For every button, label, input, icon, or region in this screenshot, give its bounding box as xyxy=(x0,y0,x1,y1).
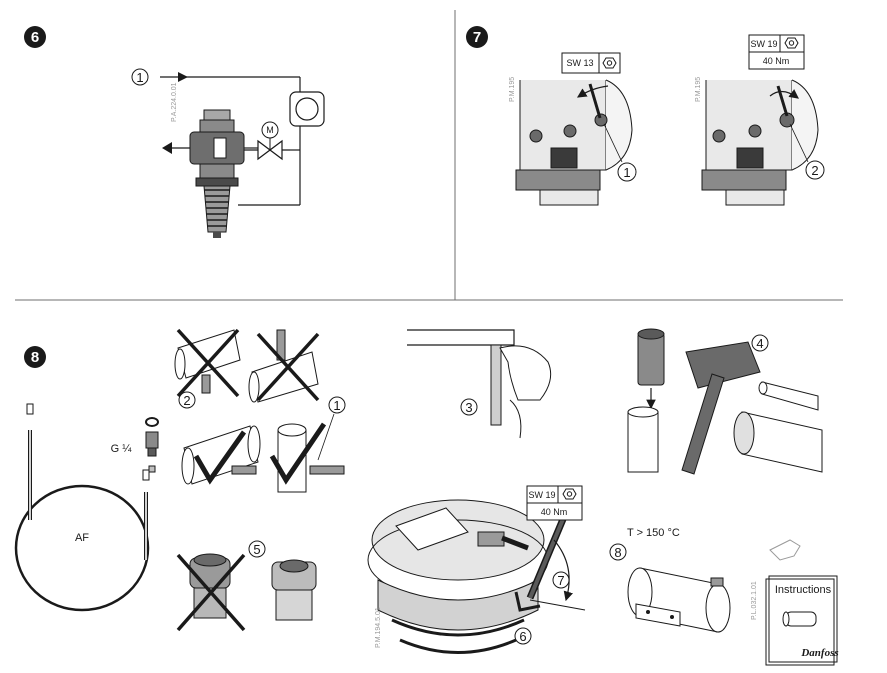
brand-logo: Danfoss xyxy=(800,647,838,659)
step7-right-part-code: P.M.195 xyxy=(695,77,702,102)
step6-part-code: P.A.224.0.01 xyxy=(171,82,178,122)
step8-number: 8 xyxy=(31,349,39,366)
valve-mounting-figure: 7 6 SW 19 40 Nm P.M.194.5.01 xyxy=(367,485,586,654)
step7-left-callout: 1 xyxy=(623,165,630,180)
step6-callout-1: 1 xyxy=(136,70,143,85)
af-label: AF xyxy=(75,532,89,544)
step8-panel: 8 AF G ¼ 2 xyxy=(14,328,839,666)
incorrect-mount-top xyxy=(248,329,320,403)
step8-badge xyxy=(24,346,46,368)
fitting-correct: 5 xyxy=(248,540,317,621)
outlet-arrow-icon xyxy=(162,142,172,154)
pipe-cut-figure: 3 xyxy=(407,329,552,439)
instructions-booklet: Instructions Danfoss xyxy=(765,539,839,666)
step8-torque: 40 Nm xyxy=(541,507,568,517)
step8-part-code-right: P.L.032.1.01 xyxy=(751,581,758,620)
hand-pointer-icon xyxy=(769,539,801,561)
pressure-regulator-icon xyxy=(189,109,245,238)
step7-left-wrench: SW 13 xyxy=(566,58,593,68)
fitting-wrong xyxy=(176,553,246,632)
step7-panel: 7 SW 13 1 P.M.195 SW 1 xyxy=(466,26,825,206)
incorrect-mount-bottom: 2 xyxy=(174,328,241,409)
step6-number: 6 xyxy=(31,29,39,46)
step7-right-figure: SW 19 40 Nm 2 P.M.195 xyxy=(695,34,825,206)
g14-fitting-icon xyxy=(145,417,159,473)
step7-left-figure: SW 13 1 P.M.195 xyxy=(509,52,637,206)
step8-part-code-left: P.M.194.5.01 xyxy=(375,607,382,648)
motor-label: M xyxy=(266,125,274,135)
hex-nut-icon xyxy=(562,488,577,500)
step6-panel: 6 1 M xyxy=(24,26,325,238)
step7-number: 7 xyxy=(473,29,481,46)
temperature-label: T > 150 °C xyxy=(627,527,680,539)
step8-callout-7: 7 xyxy=(557,573,564,588)
hammer-handle xyxy=(681,373,725,475)
step8-callout-4: 4 xyxy=(756,336,763,351)
capillary-tube-coil: AF xyxy=(14,403,150,612)
step6-callout-circle xyxy=(131,68,149,86)
correct-mount-side xyxy=(181,425,261,485)
step8-callout-6: 6 xyxy=(519,629,526,644)
step8-callout-3: 3 xyxy=(465,400,472,415)
high-temp-figure: T > 150 °C 8 P.L.032.1.01 xyxy=(609,527,758,633)
thread-label: G ¼ xyxy=(111,443,133,455)
step7-right-wrench: SW 19 xyxy=(750,39,777,49)
instructions-title: Instructions xyxy=(775,584,832,596)
step6-badge xyxy=(24,26,46,48)
hammer-head xyxy=(685,341,761,389)
checkmark-icon xyxy=(269,422,327,485)
supply-arrow-icon xyxy=(178,72,188,82)
step8-callout-1: 1 xyxy=(333,398,340,413)
step8-callout-5: 5 xyxy=(253,542,260,557)
heat-exchanger xyxy=(289,91,325,127)
step7-right-torque: 40 Nm xyxy=(763,56,790,66)
step7-badge xyxy=(466,26,488,48)
step8-wrench: SW 19 xyxy=(528,490,555,500)
step8-callout-8: 8 xyxy=(614,545,621,560)
correct-mount-angle: 1 xyxy=(269,396,346,493)
step7-left-part-code: P.M.195 xyxy=(509,77,516,102)
hammer-insert-figure: 4 xyxy=(627,328,823,475)
step8-callout-2: 2 xyxy=(183,393,190,408)
hex-nut-icon xyxy=(602,57,617,69)
checkmark-icon xyxy=(193,430,247,485)
step7-right-callout: 2 xyxy=(811,163,818,178)
hex-nut-icon xyxy=(784,37,799,49)
